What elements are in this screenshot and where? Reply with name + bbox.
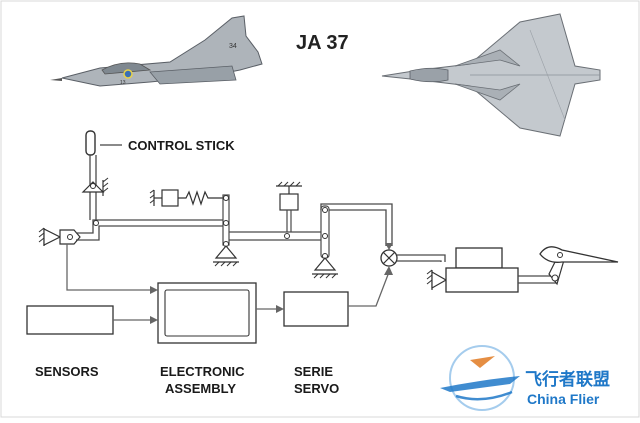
aircraft-top-view <box>381 13 601 137</box>
control-surface <box>539 246 619 286</box>
roundel-number: 13 <box>120 80 126 86</box>
servo-label: SERVO <box>294 381 339 396</box>
figure-title: JA 37 <box>296 32 349 54</box>
right-lever <box>312 203 393 279</box>
spring-lever <box>213 194 239 267</box>
spring-damper <box>149 189 223 207</box>
stick-pivot <box>81 177 109 196</box>
serie-servo-box <box>283 291 349 327</box>
serie-label: SERIE <box>294 364 333 379</box>
control-stick-label: CONTROL STICK <box>128 138 235 153</box>
watermark: 飞行者联盟 China Flier <box>440 345 610 411</box>
watermark-en: China Flier <box>527 391 600 407</box>
aircraft-side-view: 34 13 <box>50 15 263 87</box>
actuator <box>426 247 557 293</box>
link-rod <box>229 231 325 241</box>
sensors-box <box>26 305 114 335</box>
push-rod <box>76 219 225 241</box>
electronic-label-2: ASSEMBLY <box>165 381 236 396</box>
top-damper <box>276 181 302 232</box>
summing-junction <box>380 243 446 267</box>
watermark-cn: 飞行者联盟 <box>525 369 610 389</box>
side-markings: 34 <box>229 43 237 50</box>
electronic-label-1: ELECTRONIC <box>160 364 245 379</box>
signal-arrows <box>66 244 390 321</box>
sensors-label: SENSORS <box>35 364 99 379</box>
left-pivot <box>38 227 81 246</box>
electronic-assembly-box <box>157 282 257 344</box>
arrow-heads <box>150 266 393 324</box>
